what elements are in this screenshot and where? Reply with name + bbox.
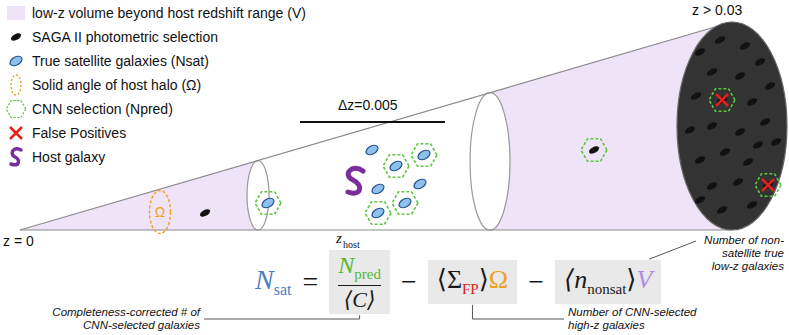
axis-label: z > 0.03 (692, 2, 742, 18)
equation-term-box: ⟨ΣFP⟩Ω (428, 260, 517, 304)
cone-edge (20, 22, 732, 230)
legend-text: CNN selection (Npred) (32, 101, 173, 117)
cnn-hexagon (581, 139, 607, 162)
fraction-rule (338, 285, 381, 287)
equation-symbol: Ω (489, 265, 508, 294)
equation-term-box: Npred ⟨C⟩ (329, 250, 390, 314)
satellite-galaxy (412, 177, 427, 190)
cone-edge (20, 229, 732, 230)
legend-text: low-z volume beyond host redshift range … (32, 5, 306, 21)
legend-text: Solid angle of host halo (Ω) (32, 77, 201, 93)
equation-symbol: N (255, 264, 274, 295)
legend-text: Host galaxy (32, 149, 105, 165)
equation-symbol: − (401, 268, 417, 296)
legend-text: True satellite galaxies (Nsat) (32, 53, 209, 69)
annotation-text: Completeness-corrected # of CNN-selected… (25, 306, 200, 332)
legend-symbol (10, 32, 23, 43)
leader-line (204, 315, 360, 319)
cnn-hexagon (255, 192, 281, 215)
legend-symbol (11, 149, 21, 165)
satellite-galaxy (364, 143, 379, 156)
leader-line (472, 305, 564, 319)
equation-lhs: Nsat (255, 266, 291, 298)
high-z-cap (677, 22, 787, 230)
equation-row: Nsat=Npred⟨C⟩−⟨ΣFP⟩Ω−⟨nnonsat⟩V (255, 254, 661, 310)
subscript-text: sat (274, 281, 292, 298)
satellite-galaxy (260, 196, 275, 209)
equation-symbol: ⟨n (564, 265, 587, 294)
satellite-galaxy (397, 196, 412, 209)
legend-swatch (7, 6, 25, 20)
far-slice (470, 93, 510, 230)
cnn-hexagon (383, 155, 409, 178)
equation-term-box: ⟨nnonsat⟩V (555, 260, 661, 304)
legend-text: False Positives (32, 125, 126, 141)
low-z-volume (20, 22, 732, 230)
equation-symbol: ⟨Σ (437, 265, 462, 294)
equation-symbol: N (338, 252, 354, 278)
leader-line (649, 241, 696, 259)
numerator: Npred (338, 253, 381, 283)
equation-symbol: = (302, 268, 318, 296)
equation-symbol: ⟩ (626, 265, 636, 294)
subscript-text: pred (354, 266, 381, 282)
satellite-galaxy (370, 182, 385, 195)
axis-label: z (336, 230, 342, 247)
ellipse-outline (150, 191, 171, 234)
false-positive-galaxies (709, 89, 781, 197)
equation-symbol: Ω (155, 205, 165, 220)
satellite-galaxy (416, 148, 431, 161)
axis-label: z = 0 (3, 233, 34, 249)
satellite-galaxy (370, 206, 385, 219)
near-slice (247, 161, 269, 230)
legend-symbol (10, 127, 22, 139)
host-range-volume (258, 93, 490, 230)
cnn-hexagon (411, 144, 437, 167)
annotation-text: Number of CNN-selected high-z galaxies (568, 306, 718, 332)
legend-symbol (8, 54, 23, 67)
subscript-text: nonsat (587, 281, 626, 297)
photometric-galaxy (588, 145, 601, 156)
high-z-galaxies (684, 35, 783, 216)
legend-symbol (11, 75, 21, 95)
denominator: ⟨C⟩ (344, 288, 376, 311)
axis-label: Δz=0.005 (338, 97, 398, 113)
axis-label: host (343, 239, 360, 250)
cnn-hexagon (365, 202, 391, 225)
solid-angle-ellipse: Ω (148, 189, 172, 235)
photometric-galaxy (199, 208, 212, 219)
equation-symbol: − (528, 268, 544, 296)
satellite-galaxy (388, 159, 403, 172)
subscript-text: FP (462, 281, 479, 297)
equation-symbol: V (636, 265, 652, 294)
equation-symbol: ⟩ (479, 265, 489, 294)
legend-symbol (6, 101, 26, 118)
legend-text: SAGA II photometric selection (32, 29, 218, 45)
cnn-hexagon (392, 192, 418, 215)
host-galaxy (348, 168, 363, 193)
equation-symbol: ⟨C⟩ (344, 287, 376, 312)
annotation-text: Number of non-satellite true low-z galax… (700, 234, 784, 273)
delta-z-bar (300, 121, 445, 123)
